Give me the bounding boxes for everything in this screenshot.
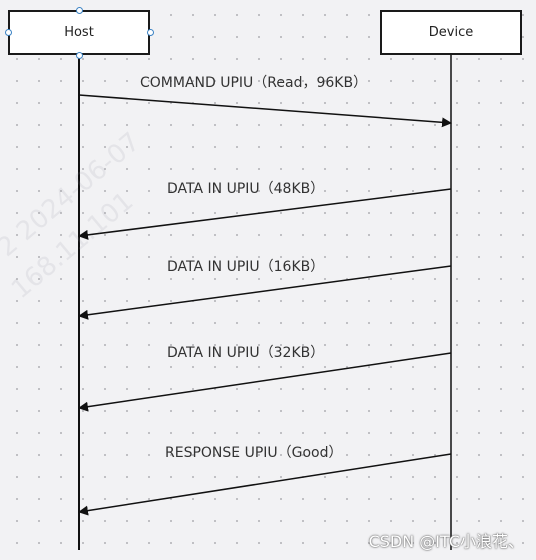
host-label: Host <box>64 25 94 40</box>
credit-watermark: CSDN @ITC小浪花、 <box>368 532 524 551</box>
message-arrow-data-in-3[interactable] <box>78 352 452 412</box>
selection-handle-right[interactable] <box>146 28 154 36</box>
message-arrow-data-in-1[interactable] <box>78 188 452 240</box>
message-label-command: COMMAND UPIU（Read，96KB） <box>140 75 368 91</box>
message-label-data-in-2: DATA IN UPIU（16KB） <box>167 259 325 275</box>
selection-handle-top[interactable] <box>75 6 83 14</box>
message-arrow-response[interactable] <box>78 453 452 516</box>
selection-handle-left[interactable] <box>4 28 12 36</box>
message-label-data-in-3: DATA IN UPIU（32KB） <box>167 345 325 361</box>
selection-handle-bottom[interactable] <box>75 51 83 59</box>
device-label: Device <box>428 25 474 40</box>
device-lifeline-box[interactable]: Device <box>380 10 522 55</box>
message-arrow-command[interactable] <box>78 94 452 128</box>
host-lifeline-box[interactable]: Host <box>8 10 150 55</box>
message-label-response: RESPONSE UPIU（Good） <box>165 445 343 461</box>
message-arrow-data-in-2[interactable] <box>78 265 452 320</box>
message-label-data-in-1: DATA IN UPIU（48KB） <box>167 181 325 197</box>
